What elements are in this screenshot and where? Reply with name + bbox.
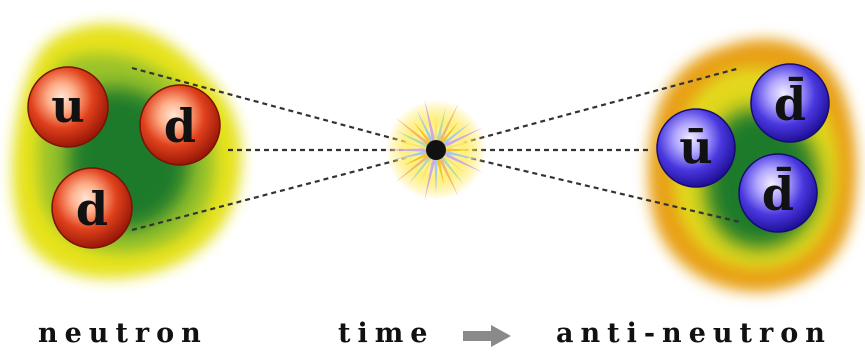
caption-time: time <box>338 318 434 350</box>
starburst-icon <box>384 99 486 200</box>
quark-u-label: u <box>51 79 84 133</box>
caption-anti-neutron: anti-neutron <box>556 318 832 350</box>
antiquark-ubar-label: ū <box>679 120 712 174</box>
antiquark-dbar1-label: d̄ <box>774 76 806 131</box>
quark-u: u <box>28 67 108 147</box>
quark-d1: d <box>140 85 220 165</box>
quark-d1-label: d <box>164 99 196 153</box>
antiquark-dbar2-label: d̄ <box>762 166 794 221</box>
interaction-point <box>426 140 446 160</box>
right-arrow-icon <box>461 324 513 348</box>
antiquark-ubar: ū <box>657 109 735 187</box>
caption-neutron: neutron <box>38 318 208 350</box>
antiquark-dbar2: d̄ <box>739 154 817 232</box>
antiquark-dbar1: d̄ <box>751 64 829 142</box>
quark-d2: d <box>52 168 132 248</box>
quark-d2-label: d <box>76 182 108 236</box>
